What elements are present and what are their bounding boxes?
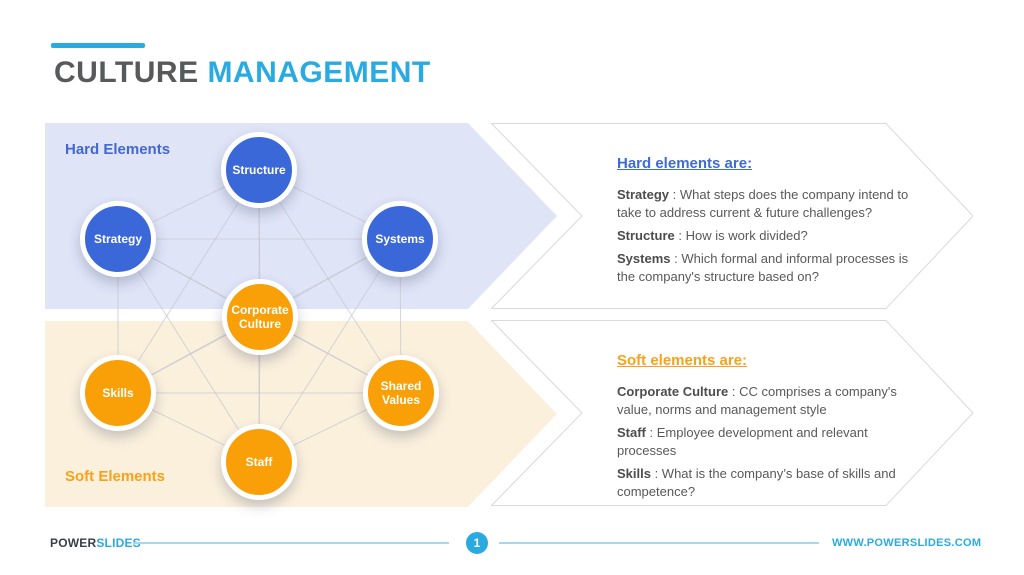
panel-item-corporate-culture: Corporate Culture : CC comprises a compa… [617, 383, 909, 419]
footer-divider-right [499, 542, 819, 544]
term-skills: Skills [617, 466, 651, 481]
hard-elements-panel: Hard elements are: Strategy : What steps… [491, 123, 974, 309]
node-strategy: Strategy [80, 201, 156, 277]
node-shared-values: Shared Values [363, 355, 439, 431]
hard-elements-heading: Hard elements are: [617, 155, 753, 172]
desc-structure: : How is work divided? [674, 228, 808, 243]
chevron-outline-shape [491, 320, 974, 506]
powerslides-logo: POWERSLIDES [50, 536, 141, 550]
node-strategy-label: Strategy [93, 231, 143, 246]
node-staff-label: Staff [245, 454, 273, 469]
hard-elements-label: Hard Elements [65, 141, 171, 158]
desc-skills: : What is the company’s base of skills a… [617, 466, 896, 499]
term-strategy: Strategy [617, 187, 670, 202]
desc-corporate-culture: : CC comprises a company's value, norms … [617, 384, 897, 417]
node-systems: Systems [362, 201, 438, 277]
term-systems: Systems [617, 251, 671, 266]
panel-item-skills: Skills : What is the company’s base of s… [617, 465, 909, 501]
footer-divider-left [133, 542, 449, 544]
title-accent-line [51, 43, 145, 48]
node-corporate-culture-label: Corporate Culture [231, 302, 289, 331]
chevron-outline-shape [491, 123, 974, 309]
node-corporate-culture: Corporate Culture [222, 279, 298, 355]
term-corporate-culture: Corporate Culture [617, 384, 729, 399]
soft-elements-heading: Soft elements are: [617, 352, 748, 369]
node-structure-label: Structure [232, 162, 286, 177]
hard-elements-text: Hard elements are: Strategy : What steps… [617, 155, 909, 291]
page-title-part2: MANAGEMENT [207, 56, 431, 89]
page-number-badge: 1 [466, 532, 488, 554]
soft-elements-text: Soft elements are: Corporate Culture : C… [617, 352, 909, 506]
soft-elements-panel: Soft elements are: Corporate Culture : C… [491, 320, 974, 506]
node-skills-label: Skills [102, 385, 134, 400]
node-skills: Skills [80, 355, 156, 431]
website-link[interactable]: WWW.POWERSLIDES.COM [832, 537, 982, 549]
panel-item-systems: Systems : Which formal and informal proc… [617, 250, 909, 286]
desc-strategy: : What steps does the company intend to … [617, 187, 909, 220]
node-staff: Staff [221, 424, 297, 500]
term-staff: Staff [617, 425, 646, 440]
panel-item-strategy: Strategy : What steps does the company i… [617, 186, 909, 222]
page-title: CULTURE MANAGEMENT [54, 56, 431, 90]
panel-item-structure: Structure : How is work divided? [617, 227, 909, 245]
term-structure: Structure [617, 228, 675, 243]
node-structure: Structure [221, 132, 297, 208]
soft-elements-label: Soft Elements [65, 468, 166, 485]
logo-part2: SLIDES [96, 536, 141, 550]
panel-item-staff: Staff : Employee development and relevan… [617, 424, 909, 460]
node-systems-label: Systems [375, 231, 425, 246]
logo-part1: POWER [50, 536, 97, 550]
desc-systems: : Which formal and informal processes is… [617, 251, 909, 284]
page-title-part1: CULTURE [54, 56, 199, 89]
node-shared-values-label: Shared Values [380, 378, 422, 407]
desc-staff: : Employee development and relevant proc… [617, 425, 868, 458]
